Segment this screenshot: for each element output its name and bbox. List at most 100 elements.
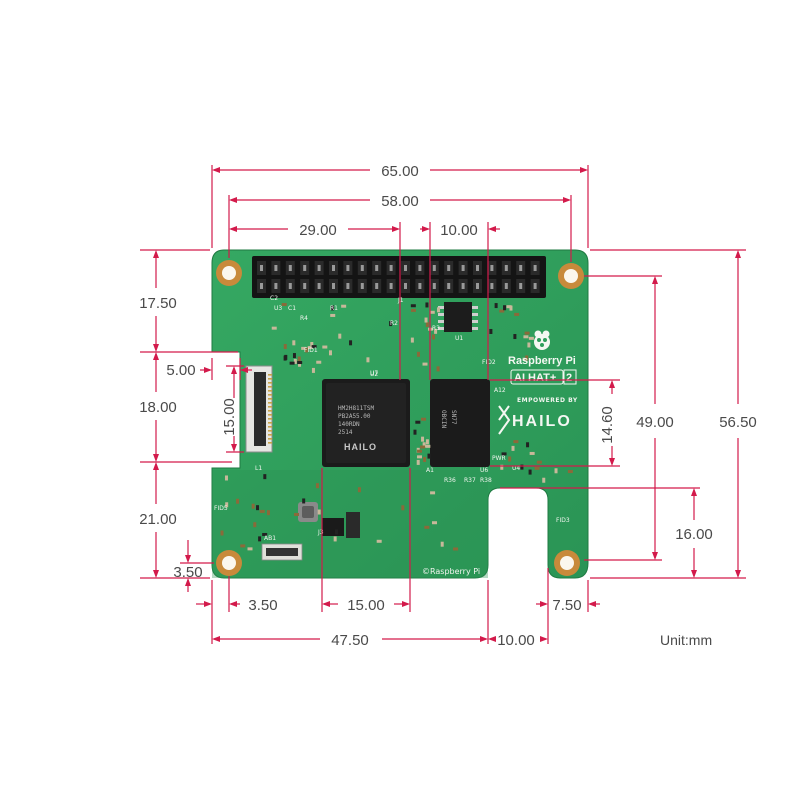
fpc-pin [268, 426, 272, 428]
fpc-pin [268, 382, 272, 384]
fan-connector [261, 543, 303, 561]
smd-part [413, 429, 417, 435]
revision-badge [563, 369, 577, 385]
smd-part [567, 470, 573, 474]
gpio-pin-tip [476, 283, 479, 289]
smd-part [401, 505, 405, 511]
gpio-pin-tip [317, 265, 321, 271]
gpio-pin-tip [432, 283, 436, 289]
smd-part [489, 328, 493, 334]
silk-label: L1 [255, 465, 262, 472]
smd-part [366, 357, 370, 363]
smd-part [240, 544, 246, 548]
smd-part [307, 346, 313, 350]
mounting-hole-bottom-right [554, 550, 580, 576]
gpio-pin-tip [533, 283, 537, 289]
dim-hole-to-center: 29.00 [229, 222, 400, 239]
smd-part [422, 442, 426, 448]
gpio-pin-tip [504, 265, 508, 271]
gpio-pin-tip [317, 283, 321, 289]
smd-part [511, 445, 515, 451]
gpio-pin-tip [461, 265, 465, 271]
silk-label: R38 [480, 477, 492, 484]
dim-tab-width: 7.50 [536, 597, 600, 614]
svg-text:15.00: 15.00 [347, 597, 385, 614]
chip-memory-line-1: SN77 [450, 410, 457, 425]
smd-part [333, 536, 337, 542]
dim-overall-height: 56.50 [719, 250, 757, 578]
silk-label: FID5 [214, 505, 228, 512]
gpio-header [252, 256, 546, 298]
smd-part [297, 361, 303, 365]
smd-part [453, 547, 459, 551]
smd-part [425, 322, 429, 328]
smd-part [499, 309, 505, 313]
smd-part [224, 475, 228, 481]
silk-label: U7 [370, 370, 378, 377]
dim-bottom-hole-edge-vertical: 3.50 [173, 540, 214, 592]
smd-part [271, 326, 277, 330]
smd-part [292, 353, 296, 359]
product-badge [510, 369, 564, 385]
smd-part [554, 468, 558, 474]
smd-part [266, 510, 270, 516]
gpio-pin-tip [360, 265, 364, 271]
smd-components [220, 302, 573, 551]
smd-part [389, 321, 393, 327]
smd-part [432, 521, 438, 525]
brand-label: Raspberry Pi [508, 355, 576, 367]
fpc-pin [268, 414, 272, 416]
powered-by-label: EMPOWERED BY [517, 397, 578, 404]
inductor [298, 502, 318, 522]
gpio-pin-tip [375, 265, 379, 271]
mounting-hole-top-right [558, 263, 584, 289]
silk-label: C2 [270, 295, 278, 302]
gpio-pin-tip [303, 265, 307, 271]
gpio-pin-tip [303, 283, 307, 289]
silk-label: U2 [370, 371, 378, 378]
smd-part [315, 483, 319, 489]
smd-part [509, 305, 513, 311]
smd-part [431, 334, 435, 340]
gpio-pin-tip [332, 265, 335, 271]
dim-hole-span-width: 58.00 [229, 193, 571, 210]
gpio-pin-tip [360, 283, 364, 289]
smd-part [311, 345, 317, 349]
fpc-pin [268, 406, 272, 408]
gpio-pin-tip [375, 283, 379, 289]
smd-part [424, 525, 430, 529]
smd-part [410, 304, 416, 308]
gpio-pin-tip [274, 283, 278, 289]
svg-text:3.50: 3.50 [173, 564, 202, 581]
smd-part [256, 505, 260, 511]
smd-part [434, 328, 438, 334]
smd-part [417, 449, 423, 453]
silk-label: AB1 [264, 535, 276, 542]
gpio-pin-tip [490, 283, 494, 289]
smd-part [423, 456, 427, 462]
smd-part [322, 345, 328, 349]
smd-part [501, 452, 507, 456]
dim-notch-width: 5.00 [166, 358, 252, 380]
gpio-pin-tip [519, 265, 523, 271]
svg-text:17.50: 17.50 [139, 295, 177, 312]
silk-label: FID3 [556, 517, 570, 524]
smd-part [283, 355, 287, 361]
silk-label: PWR [492, 455, 506, 462]
smd-part [262, 532, 268, 536]
silk-label: R1 [330, 305, 338, 312]
gpio-pin-tip [533, 265, 537, 271]
smd-part [263, 474, 267, 480]
mounting-hole-top-left [216, 260, 242, 286]
hailo-logo-mark [498, 405, 511, 435]
gpio-pin-tip [260, 283, 263, 289]
copyright-label: ©Raspberry Pi [422, 567, 480, 576]
smd-part [281, 303, 287, 307]
dim-overall-width: 65.00 [212, 163, 588, 180]
smd-part [283, 344, 287, 350]
silk-label: C1 [288, 305, 296, 312]
dim-chip-offset: 10.00 [420, 222, 500, 239]
gpio-pin-tip [461, 283, 465, 289]
gpio-pin-tip [346, 265, 350, 271]
dim-middle-section-height: 18.00 [139, 352, 177, 462]
